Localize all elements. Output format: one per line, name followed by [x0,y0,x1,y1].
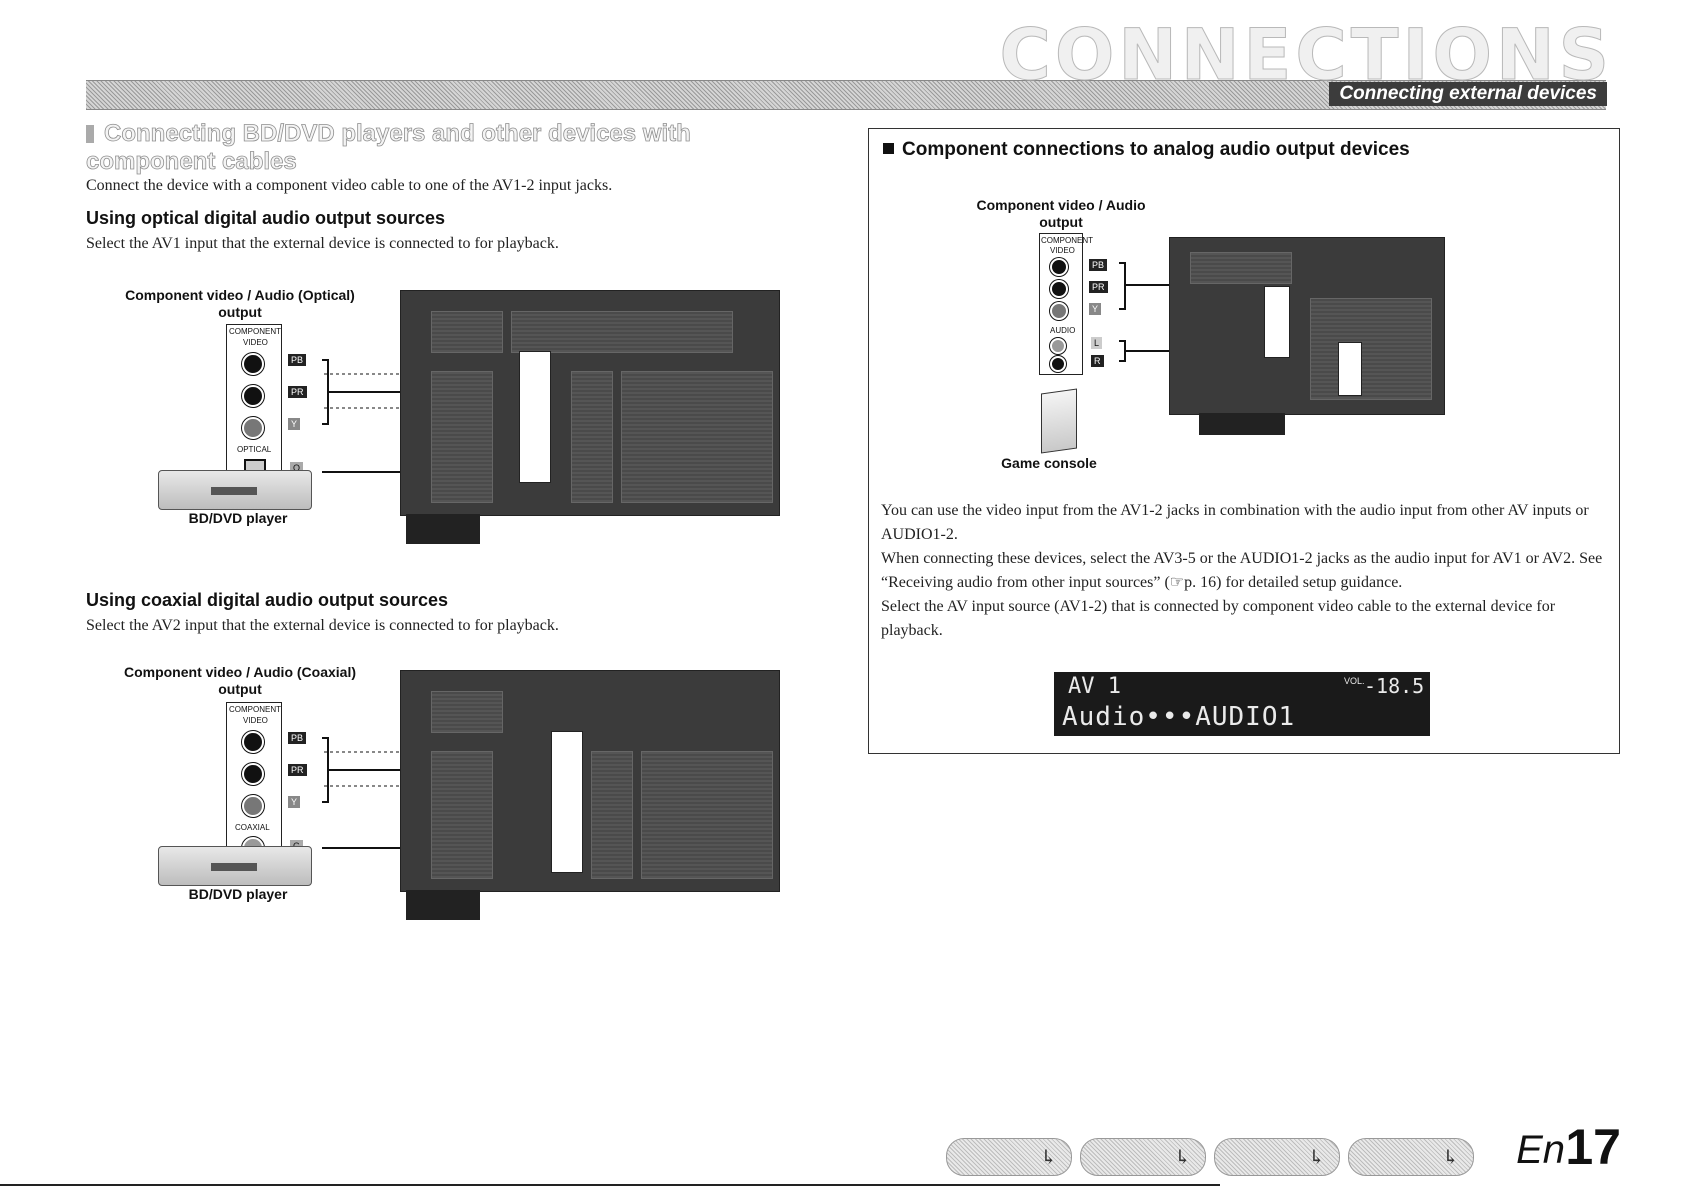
page-language: En [1516,1128,1565,1172]
right-paragraphs: You can use the video input from the AV1… [881,499,1603,643]
tab-arrow-icon: ↳ [1308,1145,1325,1169]
av-input-jacks [551,731,583,873]
tab-arrow-icon: ↳ [1442,1145,1459,1169]
pr-plug: PR [1089,281,1108,293]
coaxial-title: Using coaxial digital audio output sourc… [86,590,449,610]
y-jack-icon [1050,302,1068,320]
pr-jack-icon [1050,280,1068,298]
nav-tab-3[interactable]: ↳ [1214,1138,1340,1176]
y-jack-icon [242,417,264,439]
optical-desc: Select the AV1 input that the external d… [86,235,559,252]
receiver-rear-panel [400,670,780,892]
display-input: AV 1 [1068,674,1121,699]
av-input-jacks [519,351,551,483]
y-plug: Y [288,796,301,808]
optical-device-label: BD/DVD player [188,510,288,526]
nav-tab-2[interactable]: ↳ [1080,1138,1206,1176]
pr-plug: PR [288,764,307,776]
audio-r-plug: R [1091,355,1104,367]
receiver-foot [406,514,480,544]
coaxial-device-label: BD/DVD player [188,886,288,902]
nav-tab-4[interactable]: ↳ [1348,1138,1474,1176]
tab-arrow-icon: ↳ [1174,1145,1191,1169]
analog-audio-box: Component connections to analog audio ou… [868,128,1620,754]
y-jack-icon [242,795,264,817]
pr-plug: PR [288,386,307,398]
bottom-rule [0,1184,1220,1186]
receiver-foot [406,890,480,920]
audio-l-plug: L [1091,337,1103,349]
pr-jack-icon [242,763,264,785]
coaxial-diagram: Component video / Audio (Coaxial) output… [100,662,780,962]
tab-arrow-icon: ↳ [1040,1145,1057,1169]
receiver-rear-panel [400,290,780,516]
left-heading: Connecting BD/DVD players and other devi… [86,120,692,176]
heading-marker-icon [86,125,94,143]
pb-jack-icon [242,731,264,753]
pb-plug: PB [1089,259,1108,271]
y-plug: Y [1089,303,1102,315]
game-output-jacks: COMPONENT VIDEO AUDIO [1039,233,1093,375]
coaxial-caption: Component video / Audio (Coaxial) output [123,664,357,697]
pb-plug: PB [288,354,307,366]
bd-dvd-player-icon [158,846,312,886]
page-number: 17 [1565,1119,1621,1175]
left-intro: Connect the device with a component vide… [86,177,613,194]
display-vol-label: VOL. [1344,676,1365,686]
bd-dvd-player-icon [158,470,312,510]
pb-plug: PB [288,732,307,744]
subsection-title: Connecting external devices [1329,82,1607,106]
optical-caption: Component video / Audio (Optical) output [125,287,355,320]
right-heading: Component connections to analog audio ou… [883,139,1410,161]
receiver-foot [1199,413,1285,435]
para-3: Select the AV input source (AV1-2) that … [881,598,1556,639]
nav-tab-1[interactable]: ↳ [946,1138,1072,1176]
optical-diagram: Component video / Audio (Optical) output… [100,282,780,582]
display-audio-source: Audio•••AUDIO1 [1062,702,1296,732]
game-console-icon [1041,388,1077,454]
pb-jack-icon [1050,258,1068,276]
audio-l-jack-icon [1050,338,1066,354]
pb-jack-icon [242,353,264,375]
coaxial-desc: Select the AV2 input that the external d… [86,617,559,634]
game-console-label: Game console [1001,455,1097,471]
y-plug: Y [288,418,301,430]
optical-title: Using optical digital audio output sourc… [86,208,446,228]
receiver-rear-panel [1169,237,1445,415]
component-input-jacks [1264,286,1290,358]
front-panel-display: AV 1 VOL. -18.5 Audio•••AUDIO1 [1054,672,1430,736]
audio-r-jack-icon [1050,356,1066,372]
audio-input-jacks [1338,342,1362,396]
right-output-caption: Component video / Audio output [976,197,1146,230]
display-vol-value: -18.5 [1364,674,1425,698]
heading-square-icon [883,143,894,154]
para-1: You can use the video input from the AV1… [881,502,1589,543]
pr-jack-icon [242,385,264,407]
para-2: When connecting these devices, select th… [881,550,1603,591]
